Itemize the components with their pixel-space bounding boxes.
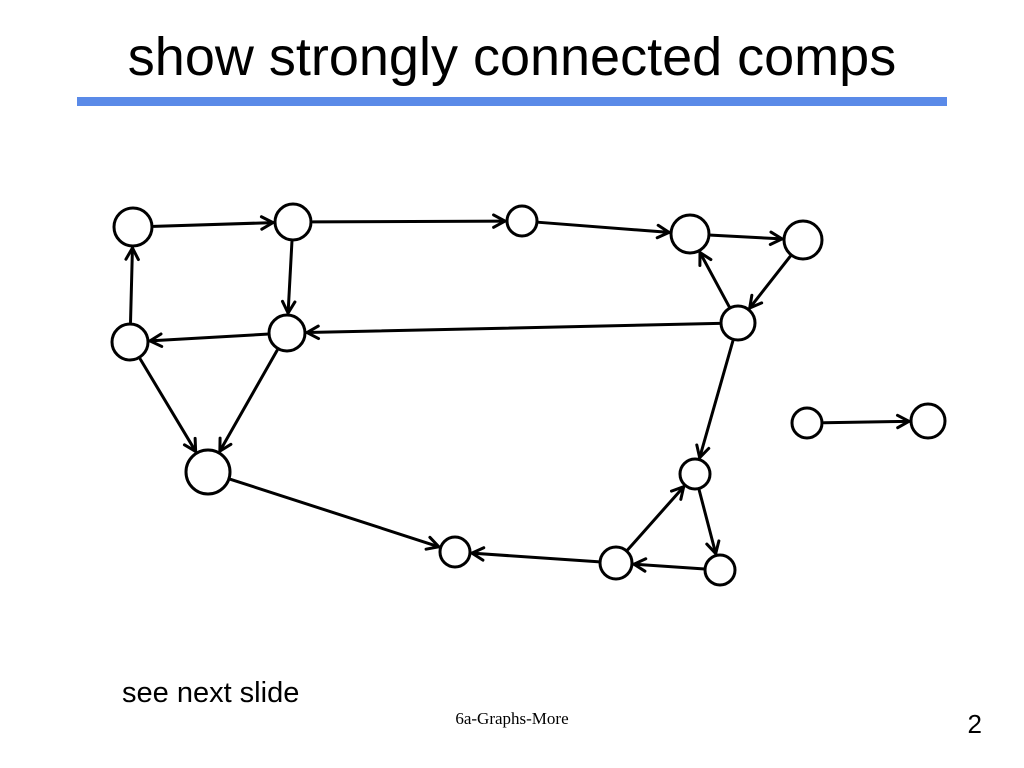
see-next-slide-note: see next slide	[122, 677, 300, 709]
arrowhead	[748, 293, 764, 310]
arrowhead	[632, 557, 648, 573]
arrowhead	[305, 324, 321, 341]
nodes-layer	[110, 202, 947, 587]
edge-n15-n16	[822, 413, 911, 430]
edge-n1-n2	[152, 215, 275, 231]
edge-n11-n14	[697, 488, 721, 556]
arrowhead	[424, 535, 441, 551]
node-n1	[112, 206, 154, 248]
edge-n5-n10	[748, 255, 792, 310]
arrowhead	[768, 230, 784, 247]
edges-layer	[124, 213, 911, 573]
node-n14	[703, 553, 737, 587]
slide-title: show strongly connected comps	[127, 27, 897, 87]
edge-n12-n11	[626, 485, 686, 552]
arrowhead	[895, 413, 911, 430]
arrowhead	[655, 223, 671, 240]
arrowhead	[218, 436, 233, 453]
node-n6	[110, 322, 150, 362]
node-n5	[782, 219, 824, 261]
arrowhead	[148, 332, 164, 348]
node-n16	[909, 402, 947, 440]
node-n7	[267, 313, 307, 353]
arrowhead	[695, 443, 711, 460]
edge-n12-n9	[470, 546, 600, 564]
slide-footer: 6a-Graphs-More	[455, 709, 569, 728]
node-n2	[273, 202, 313, 242]
node-n15	[790, 406, 824, 440]
arrowhead	[259, 215, 275, 231]
arrowhead	[698, 250, 713, 267]
node-n4	[669, 213, 711, 255]
edge-n6-n1	[124, 246, 140, 324]
node-n10	[719, 304, 757, 342]
node-n9	[438, 535, 472, 569]
edge-n10-n11	[695, 339, 735, 460]
edge-n7-n8	[218, 348, 279, 453]
node-n12	[598, 545, 634, 581]
edge-n10-n7	[305, 321, 721, 341]
node-n3	[505, 204, 539, 238]
arrowhead	[470, 546, 486, 562]
arrowhead	[124, 246, 140, 262]
arrowhead	[705, 539, 721, 556]
arrowhead	[492, 213, 507, 229]
page-number: 2	[967, 709, 982, 739]
edge-n7-n6	[148, 332, 269, 348]
edge-n10-n4	[698, 250, 731, 308]
arrowhead	[669, 485, 686, 501]
edge-n2-n3	[311, 213, 507, 229]
edge-n2-n7	[280, 240, 297, 315]
edge-n4-n5	[709, 230, 784, 247]
edge-n3-n4	[537, 220, 671, 240]
edge-n8-n9	[229, 477, 441, 551]
edge-n14-n12	[632, 557, 705, 573]
arrowhead	[182, 436, 198, 453]
node-n11	[678, 457, 712, 491]
node-n8	[184, 448, 232, 496]
title-underline	[77, 97, 947, 106]
arrowhead	[280, 299, 297, 315]
edge-n6-n8	[138, 357, 198, 453]
